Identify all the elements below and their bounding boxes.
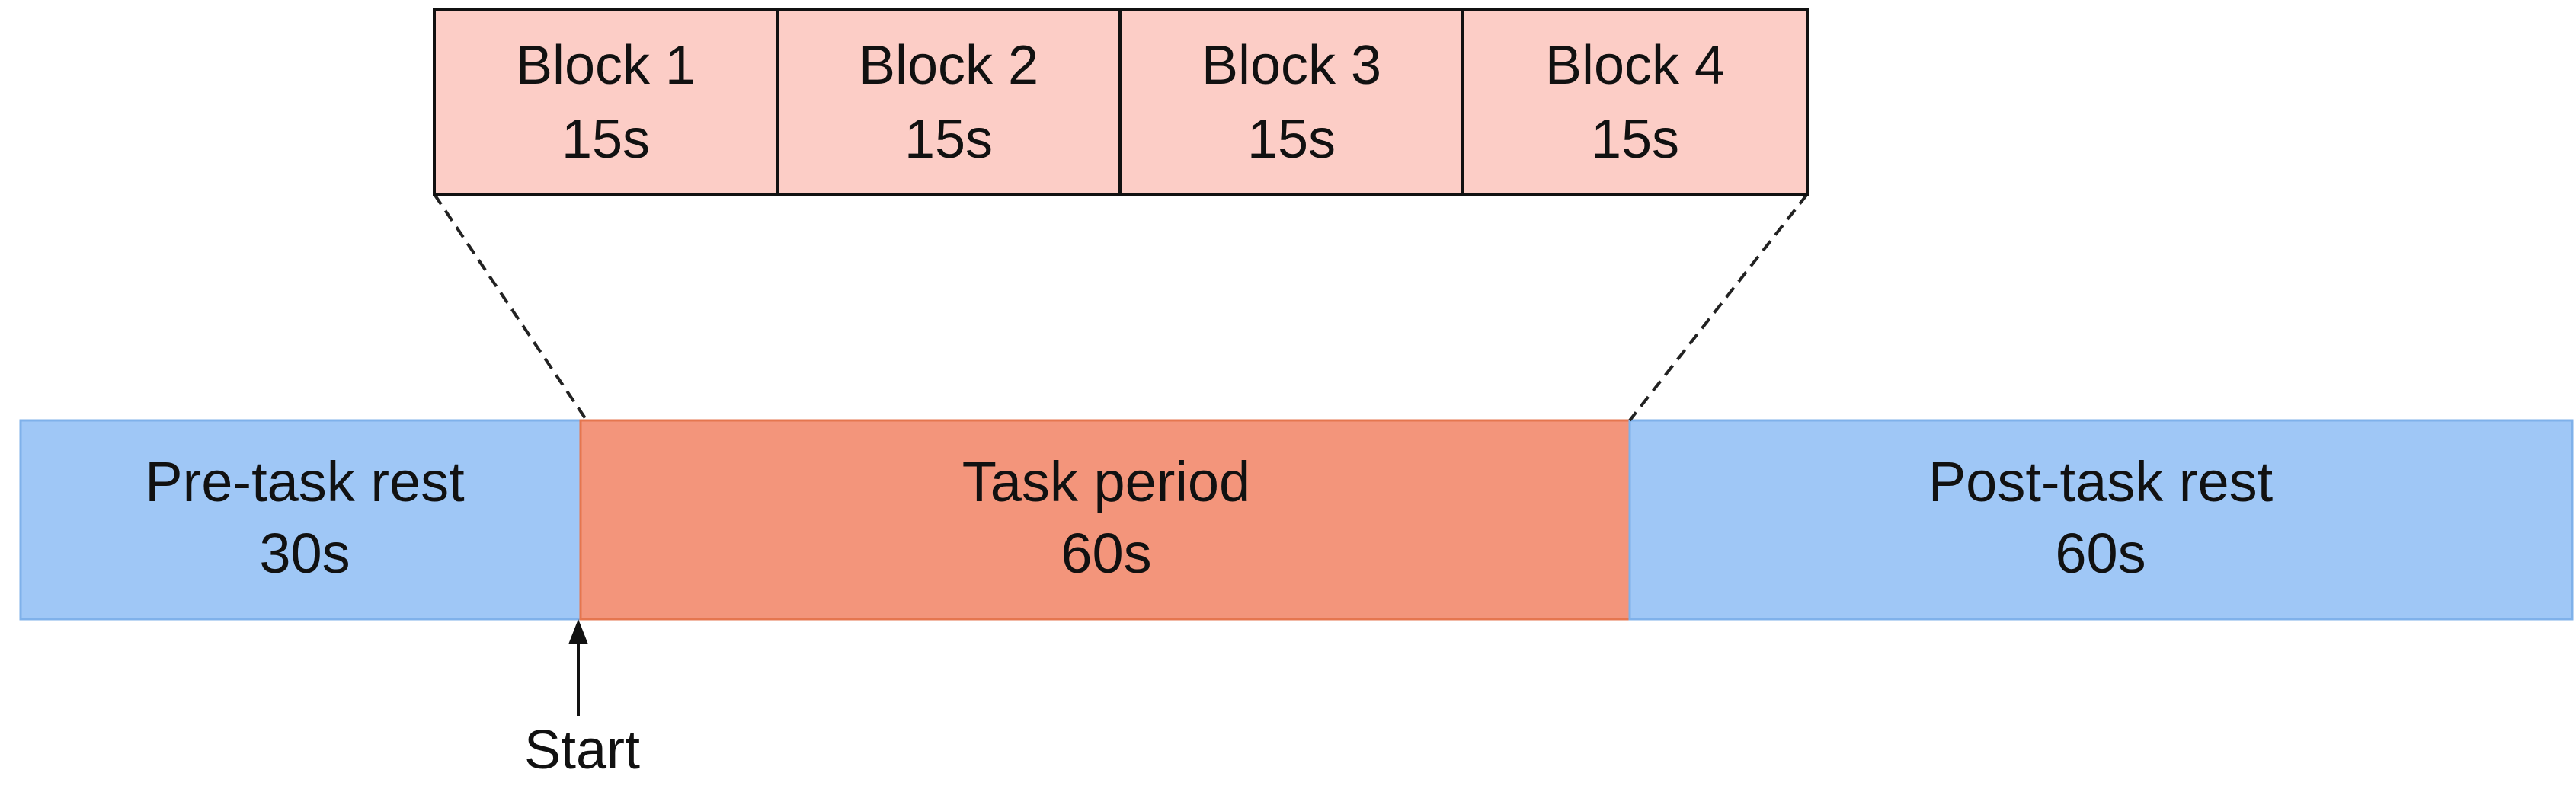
- segment-post-task-rest-bar: [1628, 419, 2574, 621]
- block-4: Block 4 15s: [1461, 8, 1809, 196]
- zoom-connector-left: [433, 193, 588, 422]
- block-4-label: Block 4: [1545, 35, 1725, 96]
- segment-pre-task-rest-label: Pre-task rest: [145, 450, 465, 513]
- zoom-connector-right: [1628, 193, 1809, 422]
- zoom-connectors: [433, 193, 1809, 422]
- block-1: Block 1 15s: [433, 8, 779, 196]
- block-2-duration: 15s: [904, 109, 993, 170]
- start-arrow-head-icon: [568, 619, 588, 644]
- segment-task-period-label: Task period: [962, 450, 1250, 513]
- task-blocks: Block 1 15s Block 2 15s Block 3 15s Bloc…: [433, 8, 1809, 196]
- start-label: Start: [524, 720, 640, 781]
- segment-task-period-bar: [579, 419, 1631, 621]
- block-4-box: [1461, 8, 1809, 196]
- block-2-label: Block 2: [859, 35, 1038, 96]
- block-2-box: [776, 8, 1122, 196]
- timeline: Pre-task rest 30s Task period 60s Post-t…: [19, 419, 2574, 621]
- segment-post-task-rest-duration: 60s: [2055, 522, 2146, 585]
- segment-task-period-duration: 60s: [1061, 522, 1151, 585]
- segment-post-task-rest: Post-task rest 60s: [1628, 419, 2574, 621]
- block-1-label: Block 1: [516, 35, 696, 96]
- block-1-duration: 15s: [562, 109, 650, 170]
- block-1-box: [433, 8, 779, 196]
- block-3: Block 3 15s: [1118, 8, 1464, 196]
- segment-task-period: Task period 60s: [579, 419, 1631, 621]
- segment-pre-task-rest-duration: 30s: [259, 522, 350, 585]
- block-2: Block 2 15s: [776, 8, 1122, 196]
- block-4-duration: 15s: [1591, 109, 1679, 170]
- segment-pre-task-rest: Pre-task rest 30s: [19, 419, 582, 621]
- block-3-label: Block 3: [1202, 35, 1381, 96]
- segment-pre-task-rest-bar: [19, 419, 582, 621]
- block-3-box: [1118, 8, 1464, 196]
- start-marker: Start: [524, 619, 640, 781]
- segment-post-task-rest-label: Post-task rest: [1928, 450, 2274, 513]
- block-3-duration: 15s: [1247, 109, 1336, 170]
